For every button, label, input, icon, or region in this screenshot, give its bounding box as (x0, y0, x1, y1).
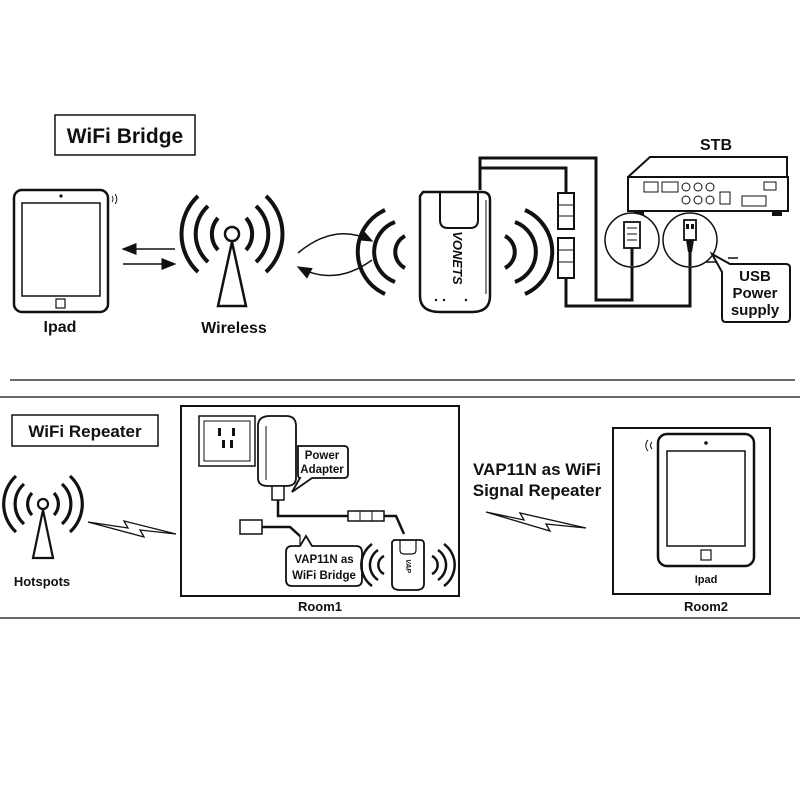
vap-bridge-line2: WiFi Bridge (292, 570, 356, 582)
repeater-cables (239, 500, 406, 548)
ipad-icon (12, 188, 118, 314)
vap11n-callout: VAP11N as WiFi Bridge (285, 534, 363, 587)
room2-label: Room2 (684, 599, 728, 614)
stb-box-icon (627, 156, 789, 216)
vap-small-brand: VAP (404, 559, 411, 573)
wifi-bridge-section: WiFi Bridge Ipad Wireless (12, 114, 791, 337)
usb-power-line3: supply (731, 302, 780, 319)
wifi-bridge-title: WiFi Bridge (67, 125, 183, 148)
repeater-caption-line1: VAP11N as WiFi (473, 460, 601, 479)
usb-power-line1: USB (739, 268, 771, 285)
ipad-room2-icon (645, 432, 756, 568)
ipad-wireless-arrows (121, 243, 177, 270)
vap-small-device-icon: VAP (360, 539, 456, 591)
wifi-repeater-title: WiFi Repeater (28, 422, 142, 441)
wireless-tower-icon (179, 194, 285, 308)
hotspots-label: Hotspots (14, 574, 70, 589)
stb-label: STB (700, 137, 732, 154)
wifi-repeater-title-box (11, 414, 159, 447)
signal-zigzag-right (485, 511, 587, 533)
vonets-brand: VONETS (450, 231, 465, 285)
wall-socket-icon (198, 415, 256, 467)
hotspot-tower-icon (2, 474, 84, 560)
device-cables (478, 156, 692, 308)
vap-bridge-line1: VAP11N as (294, 554, 353, 566)
power-adapter-icon (257, 415, 297, 501)
ipad-room2-label: Ipad (695, 574, 718, 586)
usb-power-line2: Power (732, 285, 777, 302)
usb-port-icon (662, 212, 718, 268)
power-adapter-callout: Power Adapter (291, 445, 349, 493)
ipad-label: Ipad (44, 319, 77, 336)
power-adapter-line1: Power (305, 450, 340, 462)
signal-zigzag-left (87, 519, 177, 539)
wireless-label: Wireless (201, 320, 267, 337)
power-adapter-line2: Adapter (300, 464, 344, 476)
repeater-caption-line2: Signal Repeater (473, 481, 602, 500)
vap-device-icon: VONETS (355, 190, 555, 314)
wifi-bridge-title-box (54, 114, 196, 156)
ethernet-port-icon (604, 212, 660, 268)
room1-label: Room1 (298, 599, 342, 614)
wifi-repeater-section: WiFi Repeater Hotspots Room1 (0, 396, 800, 619)
wireless-device-arrows (296, 229, 374, 279)
usb-power-callout: USB Power supply (709, 251, 791, 323)
